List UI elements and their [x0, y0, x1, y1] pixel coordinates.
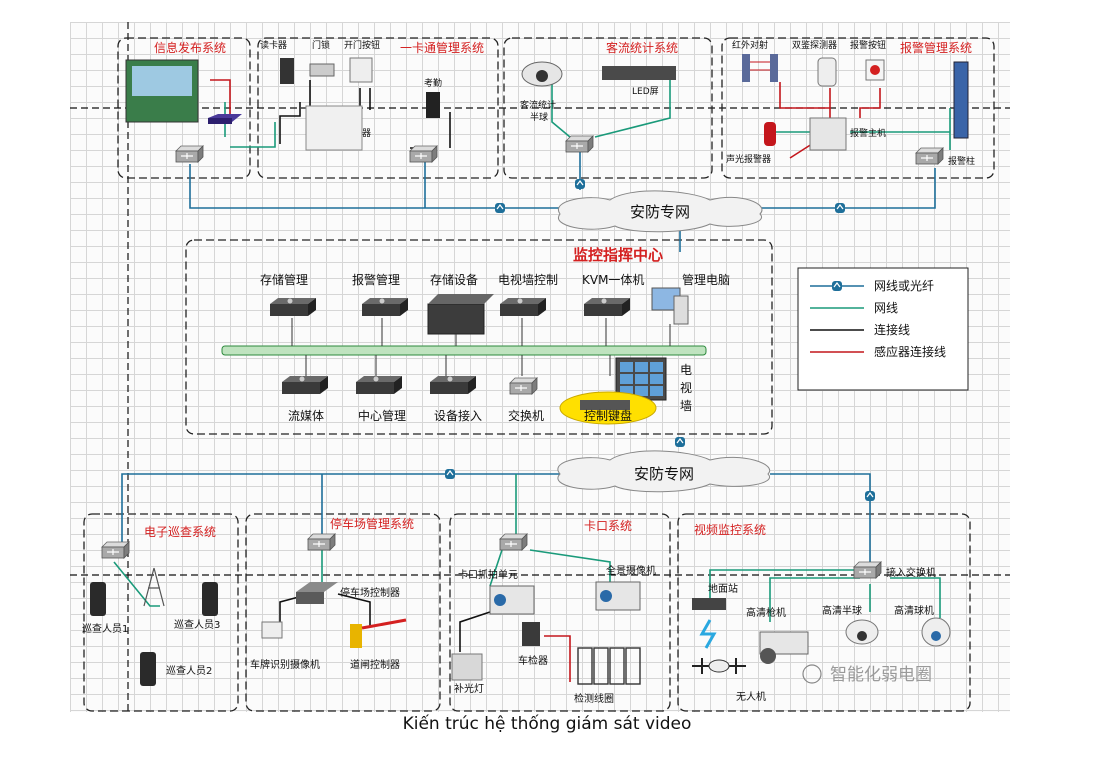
video-system: 视频监控系统 地面站 接入交换机 高清枪机 高清半球 高清球机 无人机 智能化弱… [692, 522, 951, 703]
svg-text:高清半球: 高清半球 [822, 604, 862, 617]
svg-text:报警主机: 报警主机 [850, 127, 886, 139]
svg-text:电子巡查系统: 电子巡查系统 [144, 525, 216, 539]
svg-text:KVM一体机: KVM一体机 [582, 273, 644, 287]
access-system: 一卡通管理系统 读卡器 门锁 开门按钮 考勤 门禁控制器 [260, 39, 484, 163]
svg-text:视: 视 [680, 380, 692, 395]
lower-network-lines [113, 452, 941, 682]
control-center: 监控指挥中心 存储管理 报警管理 存储设备 电视墙控制 KVM一体机 管理电脑 [221, 246, 730, 425]
svg-text:地面站: 地面站 [708, 582, 738, 595]
svg-text:检测线圈: 检测线圈 [574, 692, 614, 705]
svg-text:车牌识别摄像机: 车牌识别摄像机 [250, 658, 320, 671]
svg-text:存储设备: 存储设备 [430, 272, 478, 287]
svg-text:门锁: 门锁 [312, 39, 330, 51]
diagram-canvas: 安防专网 信息发布系统 一卡通管理系统 读卡器 门锁 开门按钮 考勤 门禁控制器… [70, 22, 1010, 712]
svg-text:客流统计: 客流统计 [520, 99, 556, 111]
svg-text:巡查人员1: 巡查人员1 [82, 622, 128, 635]
cloud-bottom: 安防专网 [557, 450, 771, 493]
svg-text:补光灯: 补光灯 [454, 682, 484, 695]
svg-text:卡口系统: 卡口系统 [584, 519, 632, 533]
diagram-svg: 安防专网 信息发布系统 一卡通管理系统 读卡器 门锁 开门按钮 考勤 门禁控制器… [70, 22, 1010, 712]
svg-text:中心管理: 中心管理 [358, 408, 406, 423]
svg-text:报警管理: 报警管理 [352, 272, 400, 287]
svg-text:高清球机: 高清球机 [894, 604, 934, 617]
legend-item-sensor: 感应器连接线 [874, 344, 946, 359]
info-system: 信息发布系统 [125, 40, 242, 163]
svg-text:接入交换机: 接入交换机 [886, 566, 936, 579]
legend: 网线或光纤 网线 连接线 感应器连接线 [810, 279, 946, 359]
svg-text:全景摄像机: 全景摄像机 [606, 564, 656, 577]
svg-text:管理电脑: 管理电脑 [682, 272, 730, 287]
network-label-bottom: 安防专网 [634, 465, 694, 483]
system-boxes [83, 37, 995, 712]
svg-text:停车场控制器: 停车场控制器 [340, 586, 400, 599]
svg-text:巡查人员3: 巡查人员3 [174, 618, 220, 631]
svg-text:红外对射: 红外对射 [732, 39, 768, 51]
svg-text:交换机: 交换机 [508, 408, 544, 423]
svg-text:卡口抓拍单元: 卡口抓拍单元 [458, 568, 518, 581]
svg-text:道闸控制器: 道闸控制器 [350, 658, 400, 671]
svg-text:LED屏: LED屏 [632, 86, 659, 97]
svg-text:视频监控系统: 视频监控系统 [694, 522, 766, 537]
guide-lines [70, 22, 1010, 712]
svg-text:电: 电 [680, 363, 692, 377]
patrol-system: 电子巡查系统 巡查人员1 巡查人员3 巡查人员2 [82, 525, 220, 686]
svg-text:墙: 墙 [680, 399, 692, 413]
led-screen [602, 66, 676, 80]
svg-text:客流统计系统: 客流统计系统 [606, 40, 678, 55]
card-reader [280, 58, 294, 84]
svg-text:车检器: 车检器 [518, 654, 548, 667]
legend-item-connection: 连接线 [874, 322, 910, 337]
access-title: 一卡通管理系统 [400, 40, 484, 55]
legend-item-fiber: 网线或光纤 [874, 279, 934, 293]
center-title: 监控指挥中心 [573, 246, 663, 264]
svg-text:流媒体: 流媒体 [288, 409, 324, 423]
svg-text:报警按钮: 报警按钮 [850, 39, 886, 51]
svg-text:考勤: 考勤 [424, 77, 442, 89]
parking-system: 停车场管理系统 停车场控制器 车牌识别摄像机 道闸控制器 [250, 516, 414, 671]
svg-text:存储管理: 存储管理 [260, 272, 308, 287]
alarm-system: 报警管理系统 红外对射 双鉴探测器 报警按钮 报警主机 声光报警器 报警柱 [726, 39, 975, 167]
svg-text:开门按钮: 开门按钮 [344, 39, 380, 51]
svg-text:报警柱: 报警柱 [948, 155, 975, 167]
network-label-top: 安防专网 [630, 203, 690, 221]
traffic-system: 客流统计系统 客流统计 半球 LED屏 [520, 40, 678, 153]
svg-text:电视墙控制: 电视墙控制 [498, 272, 558, 287]
gate-system: 卡口系统 卡口抓拍单元 全景摄像机 车检器 补光灯 检测线圈 [451, 519, 656, 705]
svg-text:双鉴探测器: 双鉴探测器 [792, 39, 837, 51]
caption: Kiến trúc hệ thống giám sát video [402, 714, 692, 734]
watermark: 智能化弱电圈 [830, 665, 932, 685]
legend-item-cable: 网线 [874, 301, 898, 315]
svg-text:高清枪机: 高清枪机 [746, 606, 786, 619]
svg-text:停车场管理系统: 停车场管理系统 [330, 516, 414, 531]
backbone-bus [221, 345, 707, 356]
cloud-top: 安防专网 [557, 190, 763, 233]
svg-text:巡查人员2: 巡查人员2 [166, 664, 212, 677]
svg-text:半球: 半球 [530, 111, 548, 123]
svg-text:声光报警器: 声光报警器 [726, 153, 771, 165]
storage-array [427, 303, 485, 335]
svg-text:报警管理系统: 报警管理系统 [900, 40, 972, 55]
wechat-icon [802, 664, 822, 684]
control-keyboard-label: 控制键盘 [584, 408, 632, 423]
svg-text:设备接入: 设备接入 [434, 408, 482, 423]
svg-text:无人机: 无人机 [736, 690, 766, 703]
info-title: 信息发布系统 [154, 40, 226, 55]
svg-text:读卡器: 读卡器 [260, 39, 287, 51]
